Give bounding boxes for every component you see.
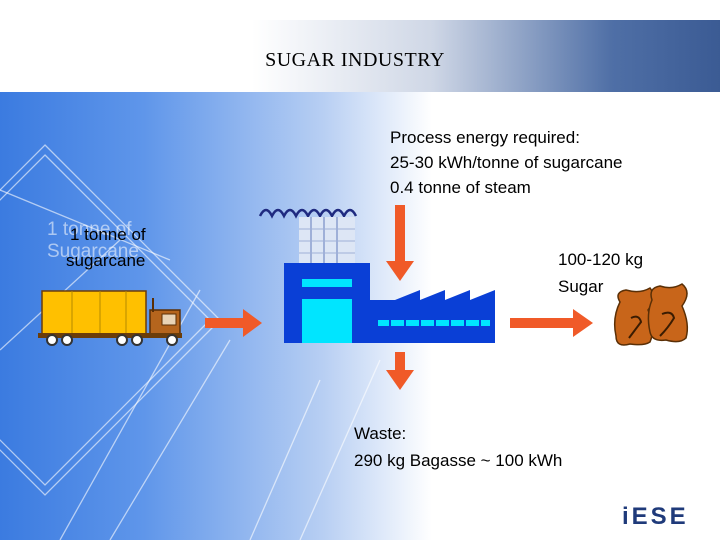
smoke-icon: [258, 208, 358, 219]
input-label-line-1: 1 tonne of: [70, 225, 146, 244]
arrow-input: [205, 309, 262, 337]
factory-icon: [284, 263, 495, 343]
process-energy-line-1: Process energy required:: [390, 128, 580, 147]
arrow-energy: [386, 205, 414, 281]
input-label: 1 tonne of sugarcane: [66, 222, 146, 274]
waste-line-2: 290 kg Bagasse ~ 100 kWh: [354, 451, 563, 470]
input-label-ghost: 1 tonne of Sugarcane: [47, 219, 139, 263]
waste-text: Waste: 290 kg Bagasse ~ 100 kWh: [354, 420, 562, 474]
input-label-ghost-line-2: Sugarcane: [47, 241, 139, 262]
arrow-output: [510, 309, 593, 337]
process-energy-text: Process energy required: 25-30 kWh/tonne…: [390, 125, 622, 200]
waste-line-1: Waste:: [354, 424, 407, 443]
output-label: 100-120 kg Sugar: [558, 246, 643, 300]
chimney: [299, 217, 355, 265]
output-label-line-1: 100-120 kg: [558, 250, 644, 269]
input-label-ghost-line-1: 1 tonne of: [47, 219, 132, 240]
arrow-waste: [386, 352, 414, 390]
input-label-line-2: sugarcane: [66, 251, 146, 270]
iese-logo: iESE: [622, 503, 689, 530]
process-energy-line-2: 25-30 kWh/tonne of sugarcane: [390, 153, 623, 172]
process-energy-line-3: 0.4 tonne of steam: [390, 178, 531, 197]
output-label-line-2: Sugar: [558, 277, 604, 296]
decor-lines: [0, 144, 381, 540]
truck-icon: [38, 290, 182, 346]
output-label-ghost: 100-120: [596, 219, 666, 240]
sugar-bags-icon: [613, 283, 689, 346]
title-bar: [0, 20, 720, 92]
slide-title: SUGAR INDUSTRY: [265, 49, 445, 71]
